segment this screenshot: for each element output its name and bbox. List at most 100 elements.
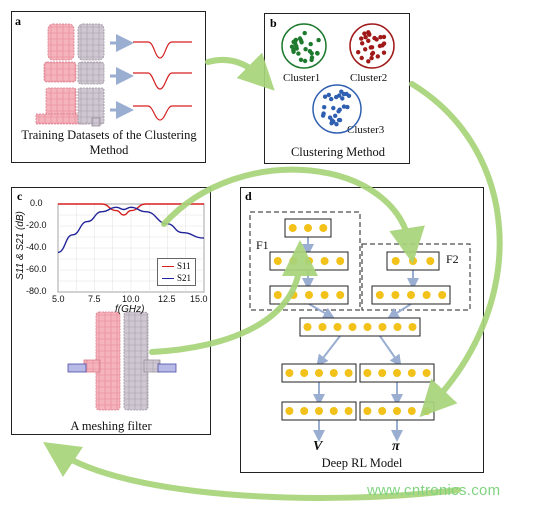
network-node [348,323,357,331]
network-node [304,224,312,232]
xtick-label: 12.5 [158,294,176,304]
cluster3-label: Cluster3 [347,124,385,136]
sparam-chart [57,203,205,293]
network-node [363,369,372,377]
network-node [285,369,294,377]
network-node [336,291,345,299]
cluster-point [296,51,301,56]
training-layout-3 [35,87,105,127]
cluster-point [327,115,333,120]
cluster-point [334,122,339,127]
network-arrow [316,335,341,367]
legend-label-s11: S11 [177,261,191,271]
network-node [305,291,313,299]
panel-c-label: c [17,189,23,203]
cluster-point [363,47,368,52]
training-layout-1 [47,23,105,61]
network-arrow [386,303,412,320]
network-node [285,407,294,415]
cluster-point [309,55,315,60]
panel-a [11,11,206,163]
network-arrow [308,303,336,319]
ytick-label: -40.0 [26,242,47,252]
network-layer [281,363,357,383]
network-node [320,291,329,299]
network-node [407,291,415,299]
network-node [273,257,282,265]
cluster-point [369,55,374,61]
cluster-point [366,38,371,43]
cluster-point [333,113,338,119]
group-f2-box [361,243,471,311]
network-node [333,323,342,331]
training-layout-2 [43,61,105,85]
arrow-b-to-d [409,81,503,418]
network-node [318,323,327,331]
cluster-1 [281,23,327,69]
cluster-point [331,105,336,111]
cluster-point [340,96,345,101]
cluster-point [322,105,327,110]
network-node [391,291,400,299]
network-node [422,369,431,377]
network-node [393,369,401,377]
cluster-point [341,91,347,97]
output-pi-label: π [392,439,400,454]
network-node [375,291,384,299]
cluster2-label: Cluster2 [350,72,388,84]
cluster-point [341,104,347,109]
arrow-d-to-c [43,442,461,501]
cluster-point [303,47,308,52]
network-layer [371,285,451,305]
legend-item-s11: S11 [162,260,191,272]
xtick-label: 15.0 [190,294,208,304]
xtick-label: 7.5 [88,294,101,304]
network-node [393,323,402,331]
network-node [426,257,435,265]
group-f1-label: F1 [256,238,269,252]
network-node [438,291,447,299]
network-node [344,407,353,415]
panel-d-label: d [245,189,252,203]
cluster-point [374,37,379,42]
cluster-point [298,57,304,62]
network-node [363,407,372,415]
cluster-3 [312,84,362,134]
training-arrows [110,34,134,119]
cluster-point [297,36,303,41]
cluster-point [368,45,373,50]
cluster-point [345,104,350,110]
group-f2-label: F2 [446,252,459,266]
panel-d-caption: Deep RL Model [321,456,403,470]
ytick-label: -20.0 [26,220,47,230]
chart-xlabel: f(GHz) [115,304,145,315]
panel-a-label: a [15,14,21,28]
cluster-point [360,41,365,46]
network-layer [284,218,332,238]
network-node [363,323,372,331]
meshing-filter-layout [67,311,177,411]
cluster-point [309,51,314,56]
network-node [336,257,345,265]
cluster-point [366,59,371,64]
cluster-point [293,37,299,43]
cluster-point [293,41,298,46]
cluster-point [367,32,372,37]
network-node [407,369,416,377]
training-layouts [35,23,105,127]
legend-swatch-s11 [162,266,174,268]
network-node [344,369,353,377]
network-node [315,407,323,415]
panel-b-label: b [270,16,277,30]
cluster-point [315,51,320,56]
cluster-2 [349,23,395,69]
legend-item-s21: S21 [162,272,191,284]
cluster-point [326,92,331,98]
cluster-point [381,50,387,55]
arrow-c-to-f1 [149,240,318,355]
network-node [319,224,328,232]
cluster-point [322,94,328,99]
cluster-point [363,35,368,40]
network-layer [281,401,357,421]
network-arrow [379,335,402,367]
